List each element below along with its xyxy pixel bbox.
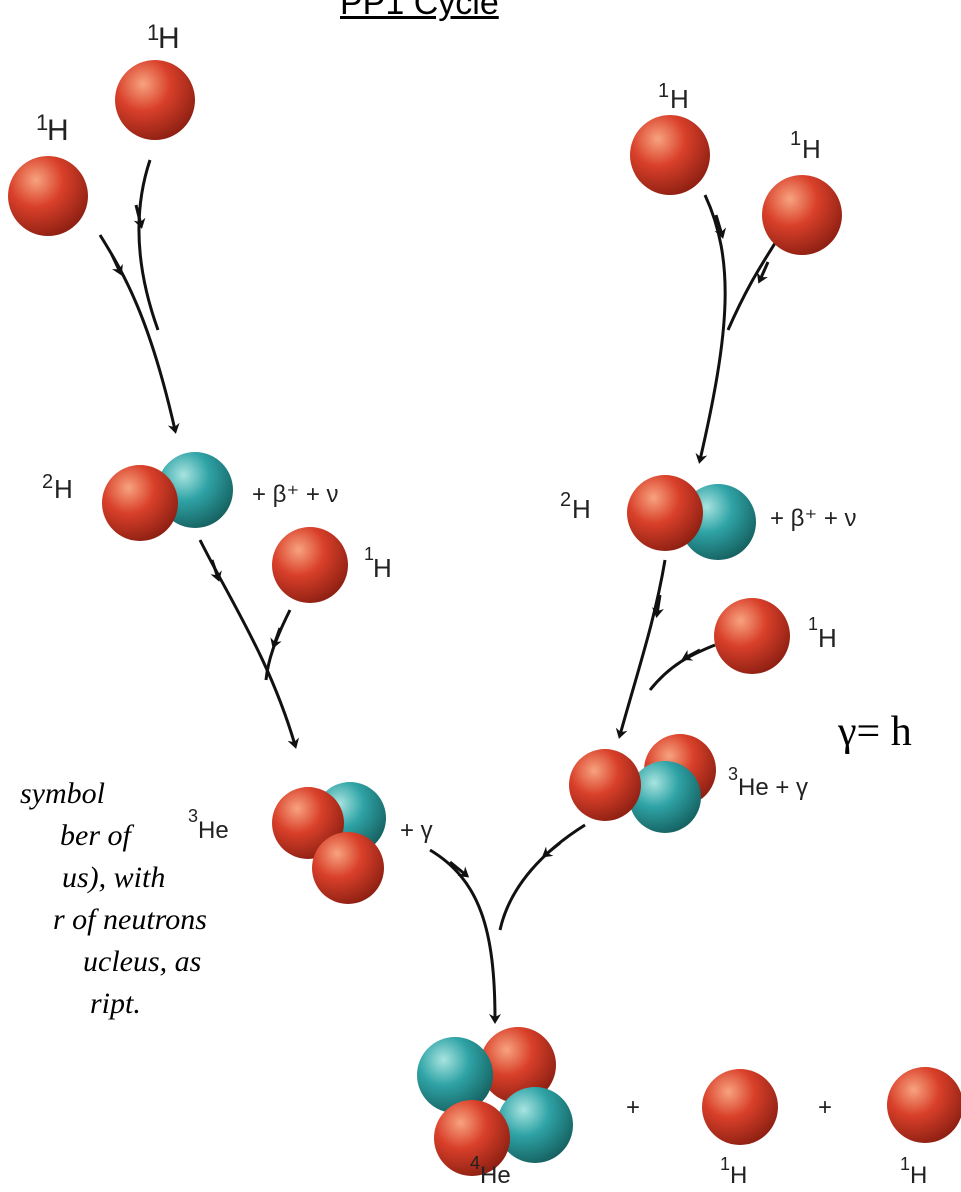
proton xyxy=(627,475,703,551)
helium-label: He xyxy=(198,817,229,844)
helium-4 xyxy=(417,1027,573,1176)
plus-sign: + xyxy=(626,1094,640,1121)
right-proton-a xyxy=(630,115,710,195)
arrow xyxy=(615,559,667,739)
neutron xyxy=(417,1037,493,1113)
hydrogen-label: H xyxy=(910,1162,927,1187)
mass-number: 4 xyxy=(470,1153,480,1173)
hydrogen-label: H xyxy=(670,84,689,114)
hydrogen-label: H xyxy=(373,553,392,583)
arrow xyxy=(98,234,180,434)
product-proton-b xyxy=(887,1067,961,1143)
note-line: us), with xyxy=(62,861,166,894)
mass-number: 1 xyxy=(147,20,159,45)
hydrogen-label: H xyxy=(818,623,837,653)
diagram-title: PP1 Cycle xyxy=(340,0,499,22)
neutron xyxy=(629,761,701,833)
arrowhead xyxy=(681,648,701,661)
reaction-arrows xyxy=(98,159,782,1024)
arrowhead xyxy=(541,841,561,858)
hydrogen-label: H xyxy=(730,1162,747,1187)
arrowhead xyxy=(210,559,222,582)
proton xyxy=(115,60,195,140)
arrow xyxy=(264,609,292,681)
helium-label: He + γ xyxy=(738,774,808,801)
arrowhead xyxy=(714,214,727,239)
hydrogen-label: H xyxy=(158,22,180,55)
product-proton-a xyxy=(702,1069,778,1145)
right-deuterium xyxy=(627,475,756,560)
emission-label: + γ xyxy=(400,817,433,844)
notation-note: symbol ber of us), with r of neutrons uc… xyxy=(0,773,207,1025)
note-line: ucleus, as xyxy=(83,945,202,978)
proton xyxy=(312,832,384,904)
arrow xyxy=(498,823,586,931)
arrowhead xyxy=(449,860,470,878)
arrow xyxy=(726,234,782,331)
mass-number: 1 xyxy=(364,544,374,564)
proton xyxy=(569,749,641,821)
left-helium-3 xyxy=(272,782,386,904)
mass-number: 1 xyxy=(36,110,48,135)
emission-label: + β⁺ + ν xyxy=(770,505,857,532)
mass-number: 1 xyxy=(808,614,818,634)
gamma-definition: γ= h xyxy=(838,709,912,755)
mass-number: 1 xyxy=(900,1154,910,1174)
arrowhead xyxy=(756,261,770,284)
note-line: ber of xyxy=(60,819,131,852)
proton xyxy=(102,465,178,541)
deuterium-label: H xyxy=(54,474,73,504)
deuterium-label: H xyxy=(572,494,591,524)
emission-label: + β⁺ + ν xyxy=(252,481,339,508)
right-proton-b xyxy=(762,175,842,255)
proton xyxy=(8,156,88,236)
arrowhead xyxy=(110,254,123,276)
left-proton-b xyxy=(8,156,88,236)
arrow xyxy=(137,159,160,331)
left-proton-a xyxy=(115,60,195,140)
note-line: ript. xyxy=(90,987,141,1020)
mass-number: 1 xyxy=(658,80,669,102)
mass-number: 3 xyxy=(728,764,738,784)
mass-number: 1 xyxy=(720,1154,730,1174)
proton xyxy=(480,1027,556,1103)
right-proton-c xyxy=(714,598,790,674)
helium-label: He xyxy=(480,1162,511,1187)
arrow xyxy=(648,643,716,691)
arrowhead xyxy=(133,204,146,229)
left-proton-c xyxy=(272,527,348,603)
arrowhead xyxy=(270,627,282,649)
arrowhead xyxy=(652,594,664,618)
left-deuterium xyxy=(102,452,233,541)
mass-number: 1 xyxy=(790,128,801,150)
mass-number: 2 xyxy=(560,489,571,511)
neutron xyxy=(497,1087,573,1163)
note-line: symbol xyxy=(20,777,105,810)
arrow xyxy=(695,194,727,464)
right-helium-3 xyxy=(569,734,716,833)
mass-number: 2 xyxy=(42,471,53,493)
proton xyxy=(434,1100,510,1176)
arrow xyxy=(429,848,501,1024)
hydrogen-label: H xyxy=(47,114,69,147)
mass-number: 3 xyxy=(188,806,198,826)
plus-sign: + xyxy=(818,1094,832,1121)
note-line: r of neutrons xyxy=(53,903,207,936)
hydrogen-label: H xyxy=(802,134,821,164)
